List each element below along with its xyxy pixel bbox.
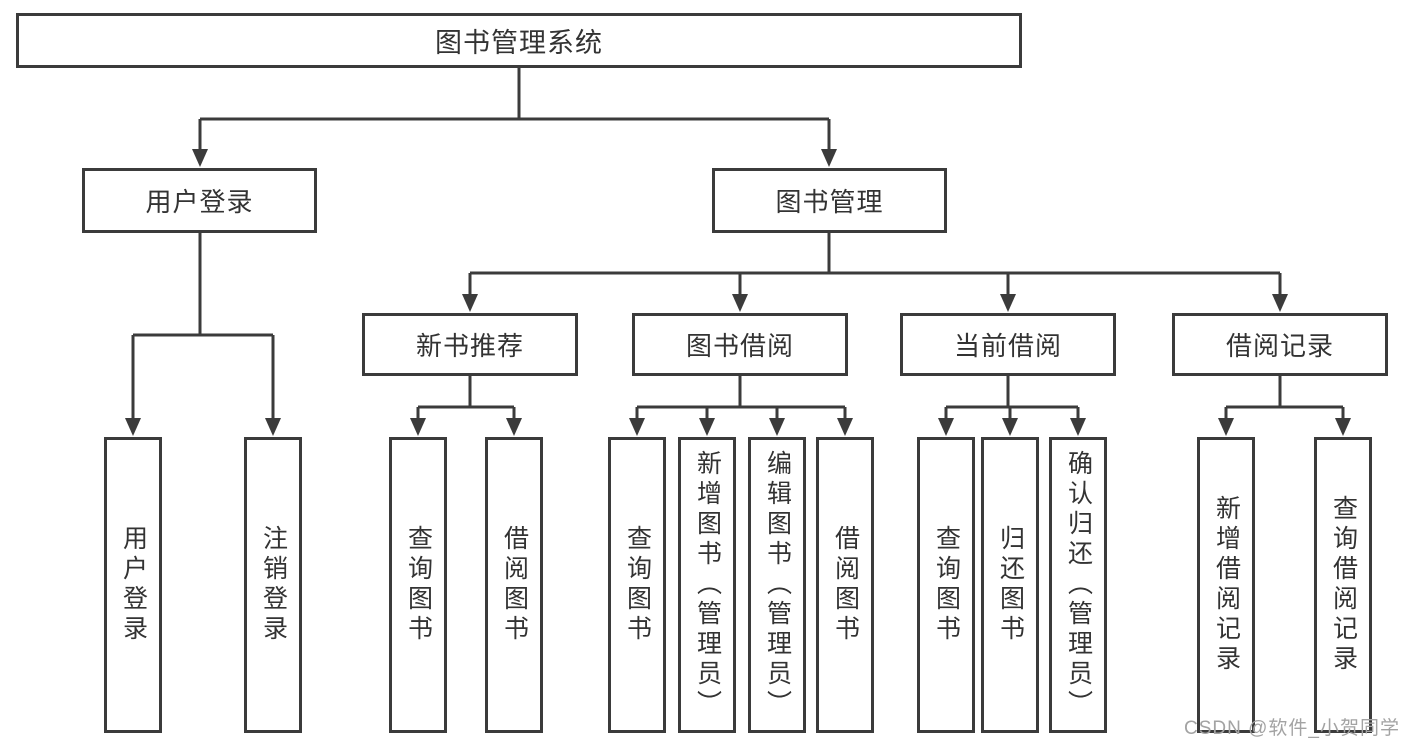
leaf-user-login-label: 用户登录	[119, 525, 148, 645]
leaf-edit-books-admin-label: 编辑图书（管理员）	[763, 450, 792, 720]
arrowhead-icon	[1272, 294, 1288, 312]
leaf-borrow-books-borrowing-label: 借阅图书	[831, 525, 860, 645]
arrowhead-icon	[1000, 294, 1016, 312]
leaf-query-borrow-record: 查询借阅记录	[1314, 437, 1372, 733]
leaf-edit-books-admin: 编辑图书（管理员）	[748, 437, 806, 733]
node-new-book-recommend-label: 新书推荐	[415, 331, 524, 361]
arrowhead-icon	[265, 418, 281, 436]
leaf-confirm-return-admin: 确认归还（管理员）	[1049, 437, 1107, 733]
leaf-add-borrow-record: 新增借阅记录	[1197, 437, 1255, 733]
leaf-confirm-return-admin-label: 确认归还（管理员）	[1064, 450, 1093, 720]
connector-book-management-children	[468, 233, 1282, 296]
leaf-query-borrow-record-label: 查询借阅记录	[1329, 495, 1358, 675]
arrowhead-icon	[938, 418, 954, 436]
leaf-query-books-borrowing-label: 查询图书	[623, 525, 652, 645]
arrowhead-icon	[462, 294, 478, 312]
leaf-add-borrow-record-label: 新增借阅记录	[1212, 495, 1241, 675]
arrowhead-icon	[1335, 418, 1351, 436]
connector-new-book-children	[416, 376, 516, 421]
leaf-borrow-books-recommend: 借阅图书	[485, 437, 543, 733]
leaf-user-login: 用户登录	[104, 437, 162, 733]
arrowhead-icon	[1002, 418, 1018, 436]
leaf-return-books: 归还图书	[981, 437, 1039, 733]
arrowhead-icon	[506, 418, 522, 436]
leaf-add-books-admin: 新增图书（管理员）	[678, 437, 736, 733]
arrowhead-icon	[125, 418, 141, 436]
arrowhead-icon	[837, 418, 853, 436]
leaf-logout: 注销登录	[244, 437, 302, 733]
arrowhead-icon	[732, 294, 748, 312]
connector-root-to-level1	[198, 68, 831, 151]
csdn-watermark: CSDN @软件_小贺同学	[1184, 718, 1400, 739]
node-current-borrowing-label: 当前借阅	[953, 331, 1062, 361]
arrowhead-icon	[1218, 418, 1234, 436]
node-book-borrowing-label: 图书借阅	[685, 331, 794, 361]
connector-borrow-records-children	[1224, 376, 1345, 421]
leaf-query-books-current-label: 查询图书	[932, 525, 961, 645]
connector-book-borrow-children	[635, 376, 847, 421]
leaf-query-books-recommend: 查询图书	[389, 437, 447, 733]
connector-current-borrow-children	[944, 376, 1080, 421]
leaf-return-books-label: 归还图书	[996, 525, 1025, 645]
node-library-system: 图书管理系统	[16, 13, 1022, 68]
leaf-borrow-books-recommend-label: 借阅图书	[500, 525, 529, 645]
leaf-query-books-recommend-label: 查询图书	[404, 525, 433, 645]
arrowhead-icon	[410, 418, 426, 436]
node-user-login-label: 用户登录	[145, 187, 254, 217]
node-borrowing-records-label: 借阅记录	[1225, 331, 1334, 361]
node-user-login: 用户登录	[82, 168, 317, 233]
arrowhead-icon	[821, 149, 837, 167]
node-book-management: 图书管理	[712, 168, 947, 233]
leaf-logout-label: 注销登录	[259, 525, 288, 645]
leaf-add-books-admin-label: 新增图书（管理员）	[693, 450, 722, 720]
leaf-query-books-borrowing: 查询图书	[608, 437, 666, 733]
node-new-book-recommend: 新书推荐	[362, 313, 578, 376]
arrowhead-icon	[629, 418, 645, 436]
arrowhead-icon	[192, 149, 208, 167]
arrowhead-icon	[699, 418, 715, 436]
leaf-borrow-books-borrowing: 借阅图书	[816, 437, 874, 733]
node-library-system-label: 图书管理系统	[435, 28, 603, 58]
arrowhead-icon	[1070, 418, 1086, 436]
leaf-query-books-current: 查询图书	[917, 437, 975, 733]
connector-user-login-children	[131, 233, 275, 421]
node-book-borrowing: 图书借阅	[632, 313, 848, 376]
node-book-management-label: 图书管理	[775, 187, 884, 217]
node-current-borrowing: 当前借阅	[900, 313, 1116, 376]
node-borrowing-records: 借阅记录	[1172, 313, 1388, 376]
arrowhead-icon	[769, 418, 785, 436]
